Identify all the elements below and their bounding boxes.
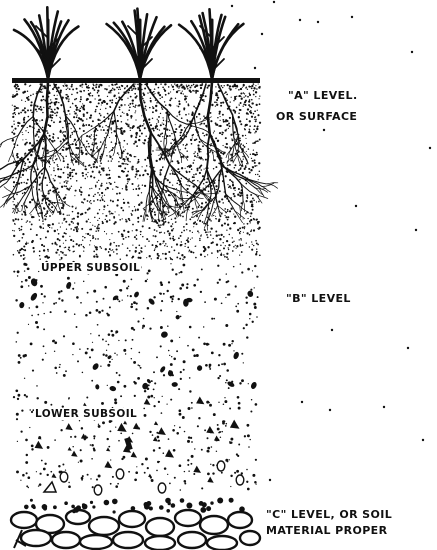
lower-subsoil-label: LOWER SUBSOIL [34, 408, 138, 420]
surface-label: OR SURFACE [276, 110, 357, 123]
material-proper-label: MATERIAL PROPER [266, 524, 387, 537]
plant-leaves [14, 7, 243, 79]
upper-subsoil-dots [13, 261, 258, 393]
a-level-label: "A" LEVEL. [288, 89, 358, 102]
upper-subsoil-label: UPPER SUBSOIL [40, 262, 141, 274]
surface-layer-dots [11, 83, 261, 261]
b-level-label: "B" LEVEL [286, 292, 351, 305]
plant-roots [0, 82, 278, 230]
bedrock-stones [11, 498, 260, 550]
stray-specks [231, 1, 431, 481]
c-level-label: "C" LEVEL, OR SOIL [266, 508, 392, 521]
